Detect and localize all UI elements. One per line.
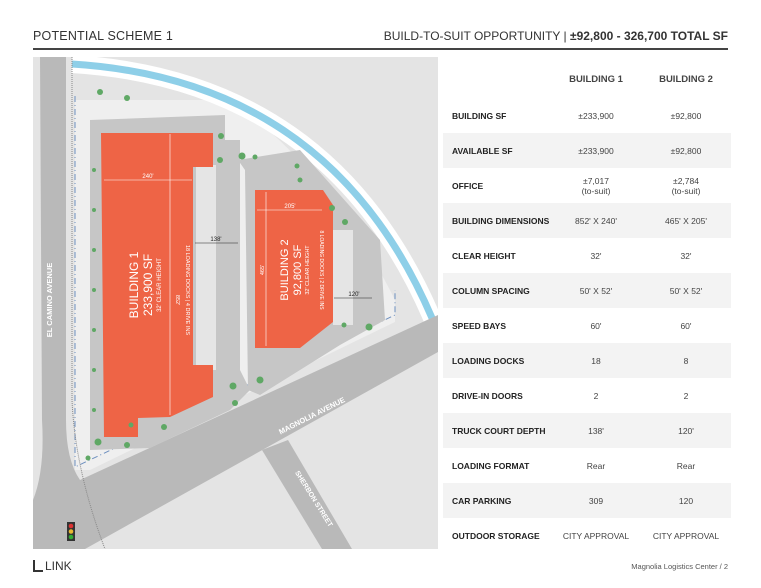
building-1-value: 852' X 240': [574, 215, 617, 226]
site-plan-map: 240' 852' 138' 205' 465' 120' BUILDING 1…: [33, 57, 438, 549]
building-1-value: 50' X 52': [579, 285, 613, 296]
table-row: CLEAR HEIGHT 32' 32': [443, 238, 731, 273]
page-title: POTENTIAL SCHEME 1: [33, 29, 173, 43]
building-2-value: 8: [683, 355, 689, 366]
b2-docks: 8 LOADING DOCKS | 2 DRIVE INS: [318, 230, 324, 310]
building-2-value: ±92,800: [670, 110, 702, 121]
page-footer: Magnolia Logistics Center / 2: [631, 562, 728, 571]
building-1: [101, 133, 213, 437]
link-logo: LINK: [33, 559, 72, 573]
building-1-value: 138': [588, 425, 604, 436]
building-2-value: Rear: [676, 460, 696, 471]
row-label: BUILDING DIMENSIONS: [452, 215, 550, 226]
building-2-value: 2: [683, 390, 689, 401]
col-building-2: BUILDING 2: [659, 73, 713, 85]
row-label: OUTDOOR STORAGE: [452, 530, 540, 541]
table-row: OFFICE ±7,017(to-suit) ±2,784(to-suit): [443, 168, 731, 203]
b1-sf: 233,900 SF: [141, 254, 155, 316]
table-row: COLUMN SPACING 50' X 52' 50' X 52': [443, 273, 731, 308]
row-label: CLEAR HEIGHT: [452, 250, 516, 261]
building-2: [255, 190, 333, 348]
table-row: BUILDING SF ±233,900 ±92,800: [443, 98, 731, 133]
row-label: TRUCK COURT DEPTH: [452, 425, 546, 436]
building-1-value: 309: [588, 495, 604, 506]
specs-table: BUILDING 1 BUILDING 2 BUILDING SF ±233,90…: [443, 60, 731, 553]
building-1-value: ±233,900: [578, 110, 614, 121]
building-1-value: 2: [593, 390, 599, 401]
railroad: [71, 57, 106, 549]
building-2-value: 60': [680, 320, 692, 331]
b1-clear: 32' CLEAR HEIGHT: [157, 258, 163, 312]
building-2-value: 120': [678, 425, 694, 436]
row-label: SPEED BAYS: [452, 320, 507, 331]
table-row: TRUCK COURT DEPTH 138' 120': [443, 413, 731, 448]
row-label: OFFICE: [452, 180, 484, 191]
canal: [71, 60, 436, 320]
building-1-value: CITY APPROVAL: [562, 530, 630, 541]
row-label: CAR PARKING: [452, 495, 512, 506]
building-2-value: ±2,784(to-suit): [671, 175, 701, 196]
b2-clear: 32' CLEAR HEIGHT: [305, 245, 311, 295]
building-1-value: 60': [590, 320, 602, 331]
building-1-value: ±7,017(to-suit): [581, 175, 611, 196]
subtitle-prefix: BUILD-TO-SUIT OPPORTUNITY |: [383, 29, 570, 43]
row-label: LOADING DOCKS: [452, 355, 525, 366]
docks-b1: [196, 165, 216, 370]
building-2-value: ±92,800: [670, 145, 702, 156]
building-2-value: 120: [678, 495, 694, 506]
traffic-light-icon: [67, 522, 75, 541]
building-2-value: 465' X 205': [664, 215, 707, 226]
row-label: DRIVE-IN DOORS: [452, 390, 523, 401]
trees: [85, 89, 373, 461]
building-1-value: Rear: [586, 460, 606, 471]
table-row: LOADING DOCKS 18 8: [443, 343, 731, 378]
row-label: BUILDING SF: [452, 110, 507, 121]
header-rule: [33, 48, 728, 50]
building-1-value: 32': [590, 250, 602, 261]
b1-name: BUILDING 1: [127, 251, 141, 318]
b1-truck-court-label: 138': [210, 237, 221, 243]
table-row: BUILDING DIMENSIONS 852' X 240' 465' X 205…: [443, 203, 731, 238]
building-1-value: ±233,900: [578, 145, 614, 156]
row-label: COLUMN SPACING: [452, 285, 530, 296]
building-2-value: CITY APPROVAL: [652, 530, 720, 541]
building-2-value: 32': [680, 250, 692, 261]
b2-width-label: 205': [284, 204, 295, 210]
table-row: LOADING FORMAT Rear Rear: [443, 448, 731, 483]
table-row: DRIVE-IN DOORS 2 2: [443, 378, 731, 413]
total-sf: ±92,800 - 326,700 TOTAL SF: [570, 29, 728, 43]
building-2-value: 50' X 52': [669, 285, 703, 296]
street-el-camino: EL CAMINO AVENUE: [45, 263, 54, 337]
link-logo-icon: [33, 560, 43, 572]
table-row: SPEED BAYS 60' 60': [443, 308, 731, 343]
b2-name: BUILDING 2: [279, 239, 291, 300]
table-row: CAR PARKING 309 120: [443, 483, 731, 518]
b1-docks: 18 LOADING DOCKS | 4 DRIVE INS: [184, 245, 190, 335]
row-label: AVAILABLE SF: [452, 145, 513, 156]
table-row: AVAILABLE SF ±233,900 ±92,800: [443, 133, 731, 168]
docks-b2: [333, 230, 353, 325]
col-building-1: BUILDING 1: [569, 73, 623, 85]
table-row: OUTDOOR STORAGE CITY APPROVAL CITY APPROVA…: [443, 518, 731, 553]
b1-length-label: 852': [174, 295, 180, 305]
road-el-camino: [33, 57, 438, 549]
table-header: BUILDING 1 BUILDING 2: [443, 60, 731, 98]
building-1-value: 18: [591, 355, 601, 366]
b2-sf: 92,800 SF: [292, 244, 304, 295]
b2-truck-court-label: 120': [348, 292, 359, 298]
page-subtitle: BUILD-TO-SUIT OPPORTUNITY | ±92,800 - 32…: [384, 29, 728, 43]
b2-length-label: 465': [260, 265, 266, 275]
road-sherbon: [262, 440, 352, 549]
row-label: LOADING FORMAT: [452, 460, 530, 471]
b1-width-label: 240': [142, 174, 153, 180]
